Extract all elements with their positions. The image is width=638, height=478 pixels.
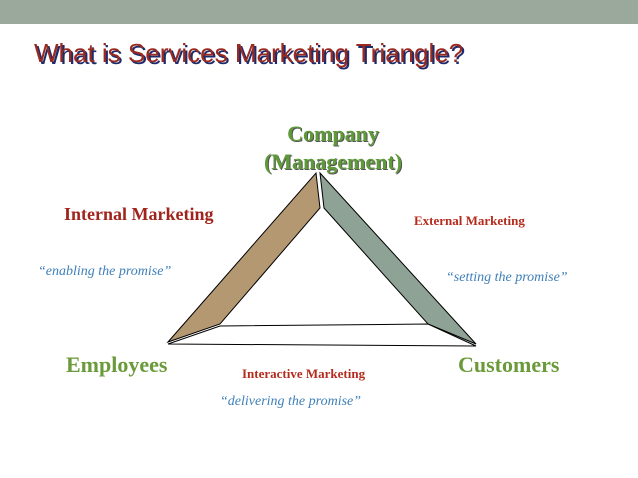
enabling-promise-label: “enabling the promise” [38,264,172,279]
interactive-marketing-side [167,323,477,347]
interactive-marketing-label: Interactive Marketing [242,366,366,381]
slide-title: What is Services Marketing Triangle? [34,38,464,68]
employees-vertex-label: Employees [66,352,168,377]
delivering-promise-label: “delivering the promise” [220,394,362,409]
customers-vertex-label: Customers [458,352,560,377]
setting-promise-label: “setting the promise” [446,270,568,285]
internal-marketing-side [166,171,321,344]
company-label-line1: Company [287,121,379,146]
external-marketing-side [319,171,477,345]
external-marketing-label: External Marketing [414,213,525,228]
internal-marketing-label: Internal Marketing [64,204,214,224]
company-vertex-label: Company (Management) [248,120,418,176]
top-decorative-bar [0,0,638,24]
company-label-line2: (Management) [263,149,403,174]
